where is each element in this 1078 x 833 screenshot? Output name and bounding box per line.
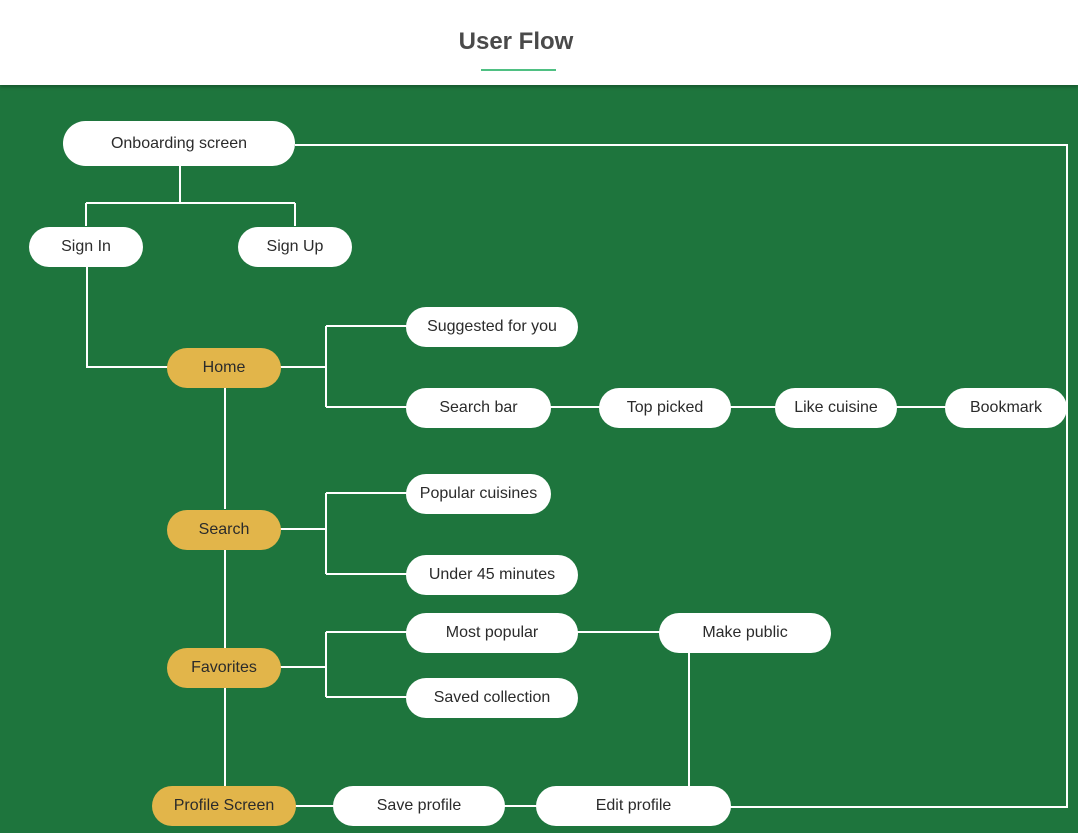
- connector-onboarding-auth: [85, 165, 296, 226]
- connector-onboarding-loop: [295, 144, 1068, 808]
- flow-canvas: Onboarding screen Sign In Sign Up Home S…: [0, 85, 1078, 833]
- node-suggested-for-you[interactable]: Suggested for you: [406, 307, 578, 347]
- node-onboarding-screen[interactable]: Onboarding screen: [63, 121, 295, 166]
- connector-favorites-branches: [280, 631, 407, 698]
- node-edit-profile[interactable]: Edit profile: [536, 786, 731, 826]
- title-underline: [481, 69, 556, 71]
- connector-search-branches: [280, 492, 407, 575]
- node-save-profile[interactable]: Save profile: [333, 786, 505, 826]
- node-top-picked[interactable]: Top picked: [599, 388, 731, 428]
- node-make-public[interactable]: Make public: [659, 613, 831, 653]
- connector-lines: [85, 144, 1068, 808]
- node-bookmark[interactable]: Bookmark: [945, 388, 1067, 428]
- node-most-popular[interactable]: Most popular: [406, 613, 578, 653]
- node-under-45-minutes[interactable]: Under 45 minutes: [406, 555, 578, 595]
- connector-signin-home: [86, 266, 168, 368]
- node-search-bar[interactable]: Search bar: [406, 388, 551, 428]
- connector-home-branches: [280, 325, 407, 408]
- node-home[interactable]: Home: [167, 348, 281, 388]
- page-header: User Flow: [0, 0, 1078, 85]
- page-title: User Flow: [458, 28, 574, 55]
- node-search[interactable]: Search: [167, 510, 281, 550]
- node-favorites[interactable]: Favorites: [167, 648, 281, 688]
- node-saved-collection[interactable]: Saved collection: [406, 678, 578, 718]
- node-sign-in[interactable]: Sign In: [29, 227, 143, 267]
- node-like-cuisine[interactable]: Like cuisine: [775, 388, 897, 428]
- node-popular-cuisines[interactable]: Popular cuisines: [406, 474, 551, 514]
- node-sign-up[interactable]: Sign Up: [238, 227, 352, 267]
- node-profile-screen[interactable]: Profile Screen: [152, 786, 296, 826]
